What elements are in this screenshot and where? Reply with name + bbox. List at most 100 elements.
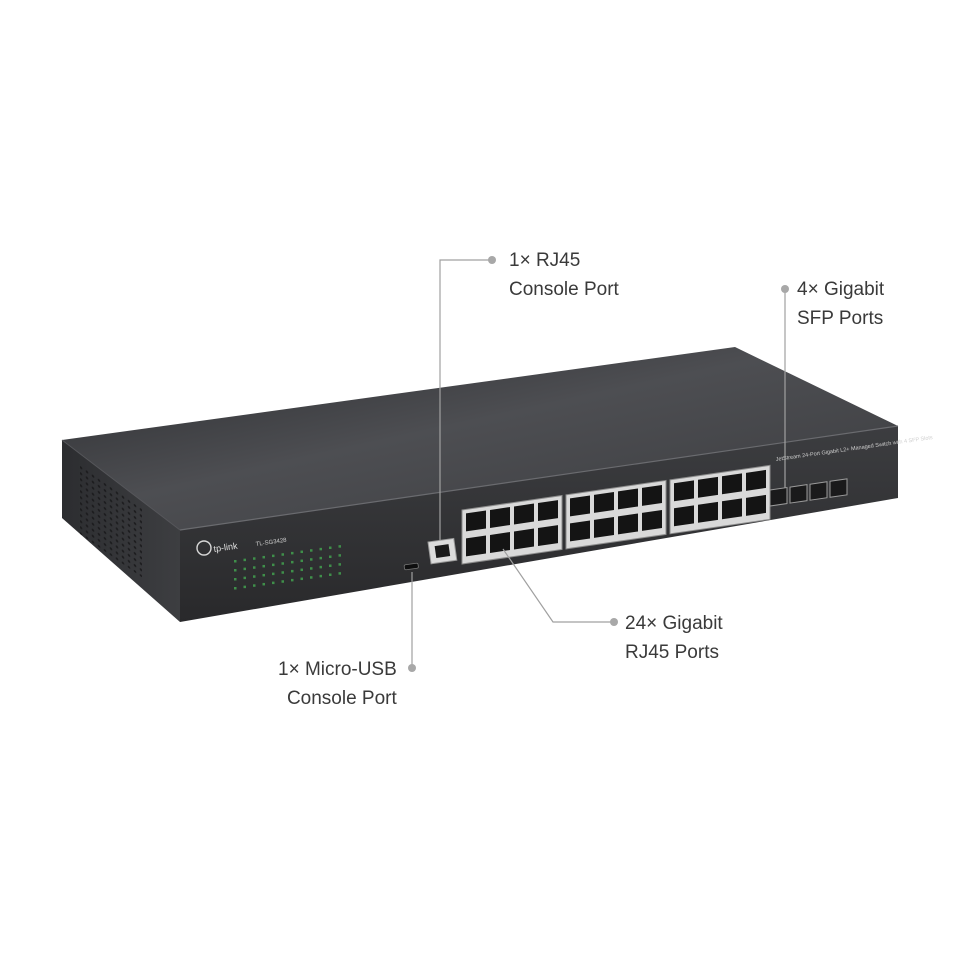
led-indicator [291, 551, 294, 555]
led-indicator [291, 578, 294, 582]
led-indicator [262, 582, 265, 586]
rj45-console-callout-dot [488, 256, 496, 264]
led-indicator [300, 559, 303, 563]
led-indicator [243, 567, 246, 571]
rj45-port [746, 494, 766, 516]
rj45-port [594, 516, 614, 538]
led-indicator [329, 573, 332, 576]
rj45-console-callout-line2: Console Port [509, 279, 619, 300]
gigabit-ports-callout: 24× Gigabit RJ45 Ports [625, 609, 723, 667]
led-indicator [262, 573, 265, 577]
usb-console-callout-dot [408, 664, 416, 672]
usb-console-callout: 1× Micro-USB Console Port [278, 655, 397, 713]
port-block [669, 464, 771, 535]
rj45-port [618, 513, 638, 535]
rj45-port [514, 503, 534, 525]
rj45-port [466, 510, 486, 532]
led-indicator [291, 560, 294, 564]
rj45-port [722, 498, 742, 520]
led-indicator [272, 554, 275, 558]
led-indicator [243, 558, 246, 562]
callout-lines [411, 259, 786, 668]
led-indicator [272, 563, 275, 567]
led-indicator [253, 575, 256, 578]
led-indicator [310, 576, 313, 579]
sfp-port [809, 481, 828, 501]
rj45-port [618, 488, 638, 510]
led-indicator [281, 562, 284, 565]
callout-dots [408, 256, 789, 672]
led-indicator [310, 549, 313, 552]
port-block [565, 479, 667, 550]
led-indicator [281, 553, 284, 556]
led-indicator [319, 565, 322, 569]
rj45-console-callout-line1: 1× RJ45 [509, 250, 581, 271]
sfp-port [789, 484, 808, 504]
sfp-port [829, 478, 848, 498]
led-indicator [300, 568, 303, 572]
led-indicator [243, 585, 246, 589]
led-indicator [338, 563, 341, 566]
rj45-port-array [461, 464, 771, 565]
sfp-ports-callout-line2: SFP Ports [797, 308, 884, 329]
brand-text: tp-link [213, 541, 239, 554]
sfp-ports-callout-line1: 4× Gigabit [797, 279, 885, 300]
led-indicator [329, 564, 332, 567]
sfp-port [769, 486, 788, 507]
switch-top [62, 347, 898, 530]
rj45-port [490, 532, 510, 553]
rj45-port [722, 473, 742, 495]
led-indicator [234, 587, 237, 590]
led-indicator [300, 577, 303, 581]
rj45-port [570, 520, 590, 542]
led-indicator [338, 545, 341, 548]
led-indicator [300, 550, 303, 554]
led-indicator [262, 555, 265, 559]
rj45-port [642, 485, 662, 506]
rj45-port [698, 501, 718, 523]
rj45-port [674, 480, 694, 502]
led-indicator [234, 578, 237, 581]
rj45-port [490, 507, 510, 528]
rj45-port [746, 469, 766, 491]
rj45-port [642, 510, 662, 531]
port-block [461, 494, 563, 565]
gigabit-ports-callout-line1: 24× Gigabit [625, 613, 723, 634]
led-indicator [281, 580, 284, 583]
rj45-port [570, 495, 590, 517]
led-indicator [338, 554, 341, 557]
rj45-console-port [427, 537, 458, 565]
brand-logo: tp-link TL-SG3428 [196, 538, 288, 556]
sfp-ports-callout: 4× Gigabit SFP Ports [797, 275, 884, 333]
vent-grille [80, 464, 142, 578]
gigabit-ports-callout-line2: RJ45 Ports [625, 642, 719, 663]
sfp-port-array [769, 478, 848, 507]
usb-console-callout-line2: Console Port [286, 688, 397, 709]
led-indicator [253, 566, 256, 569]
rj45-port [698, 476, 718, 498]
led-indicator [338, 572, 341, 575]
led-indicator-panel [234, 545, 341, 590]
rj45-port [594, 491, 614, 513]
led-indicator [310, 567, 313, 570]
rj45-console-callout: 1× RJ45 Console Port [509, 246, 619, 304]
led-indicator [281, 571, 284, 574]
led-indicator [243, 576, 246, 580]
led-indicator [329, 555, 332, 558]
led-indicator [272, 581, 275, 585]
led-indicator [310, 558, 313, 561]
led-indicator [234, 569, 237, 572]
rj45-port [538, 500, 558, 521]
rj45-port [674, 505, 694, 527]
led-indicator [262, 564, 265, 568]
rj45-port [514, 528, 534, 550]
rj45-port [466, 535, 486, 557]
led-indicator [329, 546, 332, 549]
rj45-port [538, 525, 558, 546]
led-indicator [319, 556, 322, 560]
usb-console-callout-line1: 1× Micro-USB [278, 659, 397, 680]
led-indicator [291, 569, 294, 573]
sfp-callout-dot [781, 285, 789, 293]
